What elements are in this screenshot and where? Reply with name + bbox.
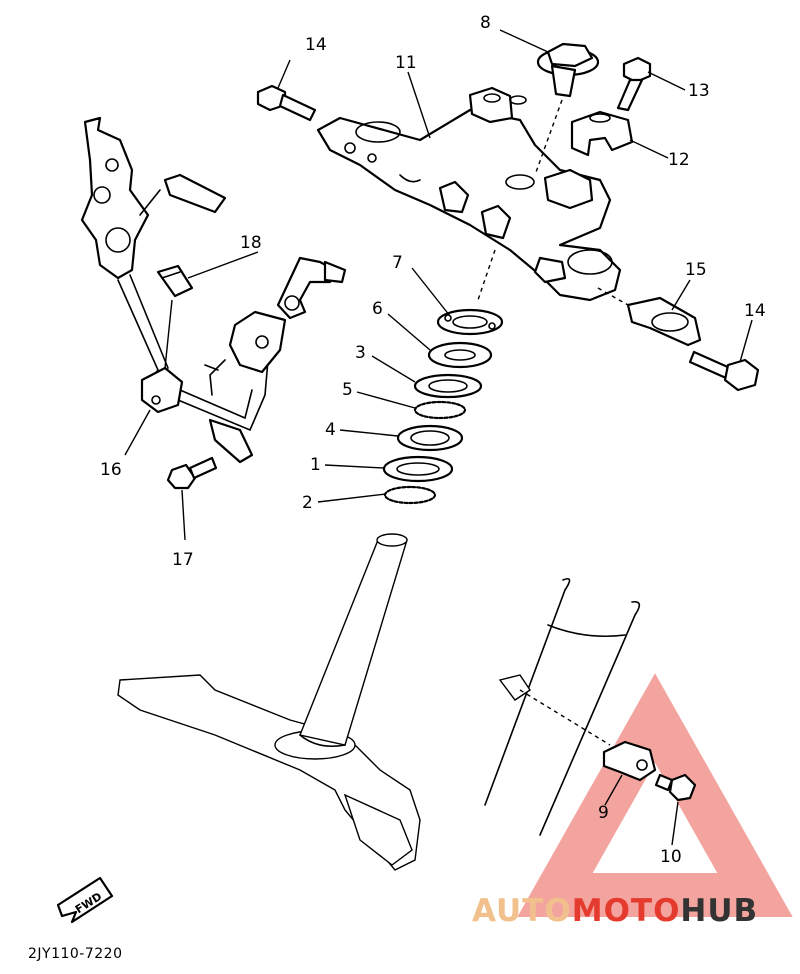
callout-12: 12 bbox=[668, 150, 690, 170]
part-2-bearing bbox=[383, 485, 437, 505]
part-5-bearing bbox=[413, 400, 467, 420]
part-14b-bolt bbox=[688, 350, 760, 392]
part-1-race bbox=[382, 455, 454, 483]
callout-9: 9 bbox=[598, 803, 609, 823]
part-18-cap bbox=[156, 264, 194, 298]
part-3-washer bbox=[413, 373, 483, 399]
part-10-bolt bbox=[654, 773, 697, 802]
callout-10: 10 bbox=[660, 847, 682, 867]
part-6-washer bbox=[427, 341, 493, 369]
part-17-bolt bbox=[166, 456, 218, 490]
callout-3: 3 bbox=[355, 343, 366, 363]
part-7-ring-nut bbox=[436, 308, 504, 336]
callout-11: 11 bbox=[395, 53, 417, 73]
callout-14b: 14 bbox=[744, 301, 766, 321]
callout-14a: 14 bbox=[305, 35, 327, 55]
lower-bracket-ghost bbox=[117, 533, 421, 871]
part-15-clamp bbox=[597, 287, 702, 347]
callout-18: 18 bbox=[240, 233, 262, 253]
fork-tube-ghost bbox=[484, 577, 641, 836]
part-4-race bbox=[396, 424, 464, 452]
part-13-bolt bbox=[616, 56, 652, 112]
watermark-hub: HUB bbox=[680, 893, 758, 929]
callout-5: 5 bbox=[342, 380, 353, 400]
leader-lines bbox=[124, 29, 753, 846]
bearing-stack bbox=[382, 249, 504, 505]
callout-labels: 14 11 8 13 12 15 14 18 16 17 7 6 3 5 4 1… bbox=[100, 13, 766, 867]
fwd-arrow: FWD bbox=[56, 876, 114, 924]
callout-6: 6 bbox=[372, 299, 383, 319]
handlebar-assembly bbox=[80, 116, 347, 464]
callout-7: 7 bbox=[392, 253, 403, 273]
watermark-moto: MOTO bbox=[572, 893, 681, 929]
watermark-logo bbox=[517, 673, 793, 917]
part-8-nut bbox=[534, 42, 600, 176]
watermark-auto: AUTO bbox=[472, 893, 572, 929]
part-11-upper-bracket bbox=[316, 86, 622, 302]
callout-17: 17 bbox=[172, 550, 194, 570]
watermark-text: AUTOMOTOHUB bbox=[472, 893, 758, 929]
callout-4: 4 bbox=[325, 420, 336, 440]
part-14a-bolt bbox=[256, 84, 317, 122]
part-12-cap bbox=[570, 110, 634, 157]
part-9-clamp bbox=[602, 740, 657, 782]
watermark-triangle bbox=[517, 673, 793, 917]
callout-1: 1 bbox=[310, 455, 321, 475]
callout-16: 16 bbox=[100, 460, 122, 480]
callout-15: 15 bbox=[685, 260, 707, 280]
callout-2: 2 bbox=[302, 493, 313, 513]
callout-13: 13 bbox=[688, 81, 710, 101]
callout-8: 8 bbox=[480, 13, 491, 33]
diagram-code: 2JY110-7220 bbox=[28, 946, 123, 962]
